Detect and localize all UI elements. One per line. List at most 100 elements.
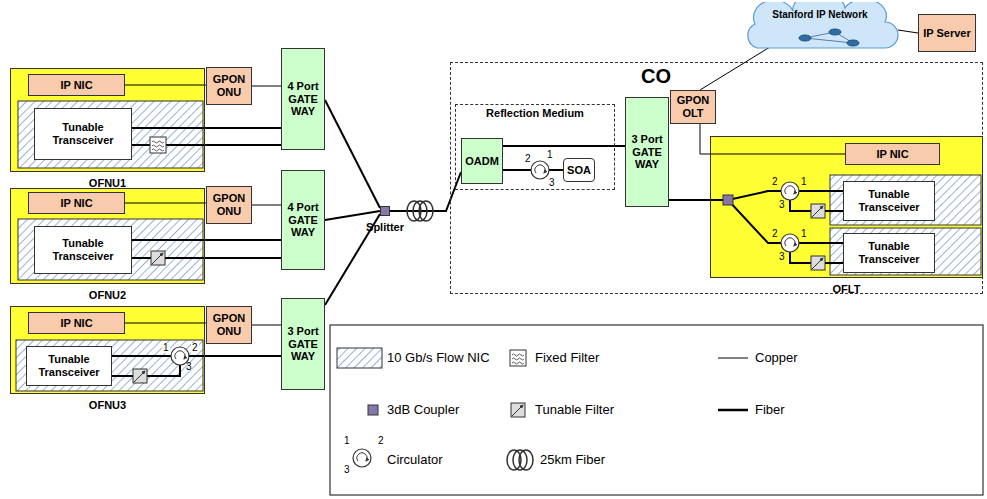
component-box: Tunable Transceiver (34, 226, 132, 274)
node-label: OADM (464, 155, 500, 168)
node-label: Tunable Transceiver (844, 188, 934, 213)
legend-fiber-line (718, 409, 748, 412)
fiber-link (669, 200, 843, 243)
node-label: Splitter (366, 221, 404, 233)
node-label: GPON OLT (671, 94, 715, 119)
legend-text: 25km Fiber (540, 452, 605, 467)
port-number: 2 (771, 177, 779, 187)
port-number: 3 (778, 200, 786, 210)
component-box: IP NIC (28, 74, 125, 96)
component-box: 3 Port GATE WAY (625, 97, 669, 207)
panel-fill (10, 306, 205, 394)
port-number: 3 (778, 252, 786, 262)
port-number: 1 (546, 150, 554, 160)
node-label: CO (641, 65, 671, 87)
fiber-spool (407, 201, 433, 221)
legend-copper-line (718, 358, 748, 359)
splitter-node: Splitter (380, 206, 390, 216)
fixed-filter (150, 137, 166, 153)
circulator-symbol (781, 234, 799, 252)
node-label: IP Server (922, 27, 972, 40)
node-label: GPON ONU (207, 73, 251, 98)
component-box: GPON OLT (670, 90, 716, 124)
panel-fill (710, 136, 983, 278)
legend-text: Copper (755, 350, 798, 365)
port-number: 3 (185, 362, 193, 372)
legend-entry: 10 Gb/s Flow NIC (387, 350, 490, 366)
legend-coupler (368, 405, 378, 415)
node-label: IP NIC (59, 79, 93, 92)
component-box: Tunable Transceiver (34, 108, 132, 160)
component-box: 4 Port GATE WAY (281, 48, 325, 150)
node-label: IP NIC (59, 197, 93, 210)
component-box: OADM (461, 138, 503, 184)
legend-text: Fiber (755, 402, 785, 417)
component-box: IP NIC (28, 192, 125, 214)
flow-nic-hatch (16, 340, 203, 391)
component-box: IP Server (918, 14, 976, 52)
component-box: IP NIC (28, 312, 125, 334)
legend-box (330, 325, 983, 495)
component-box: GPON ONU (206, 306, 252, 344)
node-label: Stanford IP Network (772, 9, 867, 56)
tunable-filter (133, 369, 147, 383)
flow-nic-hatch (830, 175, 981, 225)
fiber-link (325, 211, 380, 220)
node-label: GPON ONU (207, 192, 251, 217)
copper-link (252, 205, 281, 206)
legend-circulator (353, 449, 371, 467)
component-box: 4 Port GATE WAY (281, 170, 325, 270)
region-box: Reflection MediumOADMSOA (455, 104, 615, 190)
port-number: 1 (343, 436, 351, 446)
unit-panel: OFNU1IP NICTunable Transceiver (10, 68, 205, 172)
node-label: IP NIC (59, 317, 93, 330)
circulator-symbol (781, 182, 799, 200)
unit-panel: OFLTIP NICTunable TransceiverTunable Tra… (710, 136, 983, 278)
copper-link (125, 323, 206, 324)
node-label: 3 Port GATE WAY (282, 325, 324, 363)
legend-entry: Fixed Filter (535, 350, 599, 366)
component-box: IP NIC (845, 143, 940, 165)
legend-entry: Tunable Filter (535, 402, 614, 418)
panel-fill (10, 68, 205, 172)
fiber-link (669, 191, 843, 200)
fiber-link (325, 100, 380, 208)
port-number: 3 (548, 178, 556, 188)
circulator-symbol (531, 161, 549, 179)
flow-nic-hatch (18, 101, 203, 168)
flow-nic-hatch (18, 219, 203, 280)
legend-tunable-filter (511, 403, 525, 417)
fiber-link (112, 355, 281, 357)
panel-fill (10, 188, 205, 284)
node-label: 4 Port GATE WAY (282, 201, 324, 239)
port-number: 1 (800, 177, 808, 187)
node-label: OFLT (833, 283, 861, 295)
node-label: Tunable Transceiver (844, 240, 934, 265)
legend-entry: 3dB Coupler (387, 402, 459, 418)
node-label: Tunable Transceiver (35, 121, 131, 146)
copper-link (700, 124, 845, 154)
node-label: 3 Port GATE WAY (626, 133, 668, 171)
port-number: 1 (162, 343, 170, 353)
legend-entry: Circulator (387, 452, 443, 468)
node-label: Tunable Transceiver (27, 353, 111, 378)
legend-text: Circulator (387, 452, 443, 467)
unit-panel: OFNU3IP NICTunable Transceiver (10, 306, 205, 394)
network-cloud: Stanford IP Network (735, 2, 905, 56)
copper-link (125, 85, 206, 86)
legend-entry: Copper (755, 350, 798, 366)
port-number: 2 (377, 436, 385, 446)
legend-hatch-sample (337, 348, 382, 368)
coupler-symbol (723, 195, 733, 205)
copper-link (898, 30, 918, 33)
component-box: Tunable Transceiver (26, 346, 112, 386)
component-box: GPON ONU (206, 67, 252, 105)
legend-fixed-filter (510, 350, 526, 366)
component-box: Tunable Transceiver (843, 181, 935, 221)
region-box: CO Reflection MediumOADMSOA 3 Port GATE WA… (450, 62, 983, 294)
node-label: OFNU1 (89, 177, 126, 189)
port-number: 2 (771, 229, 779, 239)
